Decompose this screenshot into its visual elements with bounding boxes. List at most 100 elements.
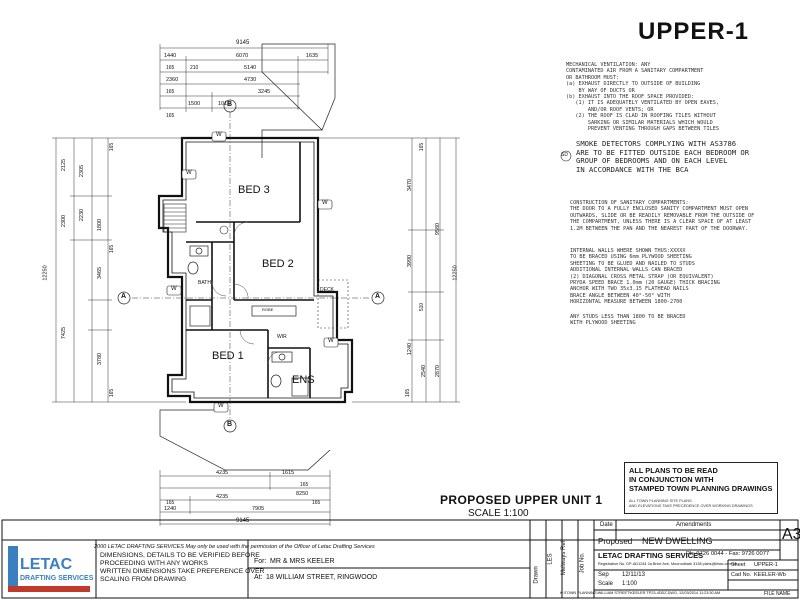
dim-bottom: 8250 <box>296 491 309 497</box>
file-name-label: FILE NAME <box>764 591 791 597</box>
dim-top: 5140 <box>244 65 257 71</box>
drawn-label: Drawn <box>533 566 540 584</box>
scale-label: Scale <box>598 581 614 587</box>
dim-top: 2360 <box>166 77 179 83</box>
logo-letters: LETAC <box>20 556 73 573</box>
dim-top: 210 <box>190 65 199 71</box>
window-tag <box>166 285 182 296</box>
room-label-bath: BATH <box>198 280 211 286</box>
shower <box>189 305 211 327</box>
robe-unit <box>251 305 297 317</box>
window-label: W <box>322 200 328 206</box>
company-phone: Ph: 9726 0044 - Fax: 9726 0077 <box>686 551 770 557</box>
window-label: W <box>171 286 177 292</box>
file-path: K:\TOWN PLANNING\WILLIAM STREET\KEELER T… <box>560 591 721 595</box>
dim-bottom: 165 <box>166 500 175 506</box>
door-swing <box>233 283 249 301</box>
section-marker <box>223 419 237 433</box>
room-label-deck: DECK <box>320 287 334 293</box>
section-marker <box>223 99 237 113</box>
external-wall <box>157 136 354 404</box>
roof-outline-lower <box>159 409 331 471</box>
vanity <box>189 245 209 257</box>
section-marker <box>117 291 131 305</box>
registration-text: Registration No. DP-AD1244 2a Brice Ave,… <box>598 562 738 566</box>
dim-top: 165 <box>166 113 175 119</box>
amendments-header: Amendments <box>676 522 712 528</box>
room-label-ens: ENS <box>292 374 315 386</box>
window-tag <box>323 337 339 348</box>
sheet-value: UPPER-1 <box>754 562 778 568</box>
company-name: LETAC DRAFTING SERVICES <box>598 551 704 560</box>
stair <box>163 203 187 233</box>
melways-label: Melways Ref. <box>561 538 568 576</box>
project-name: NEW DWELLING <box>642 536 713 546</box>
room-label-bed1: BED 1 <box>212 350 244 362</box>
roof-outline-upper-right <box>262 43 336 131</box>
sheet-heading: UPPER-1 <box>638 18 750 45</box>
section-letter: B <box>227 421 233 428</box>
door-swing <box>267 351 281 365</box>
stamp-text: ALL PLANS TO BE READ IN CONJUNCTION WITH… <box>629 466 773 493</box>
proposed-label: Proposed <box>598 537 633 546</box>
sep-label: Sep <box>598 572 609 578</box>
cad-value: KEELER-Wb <box>754 572 786 578</box>
note-smoke-detectors: SMOKE DETECTORS COMPLYING WITH AS3786 AR… <box>576 139 750 174</box>
smoke-detector-icon <box>219 225 229 235</box>
smoke-detector-label: SD <box>561 152 568 158</box>
window-label: W <box>186 170 192 176</box>
disclaimer-text: DIMENSIONS, DETAILS TO BE VERIFIED BEFOR… <box>100 552 265 583</box>
plan-title: PROPOSED UPPER UNIT 1 <box>440 493 603 507</box>
dim-top: 4730 <box>244 77 257 83</box>
dim-bottom: 4235 <box>216 470 229 476</box>
client-name: MR & MRS KEELER <box>270 558 335 565</box>
dim-top: 6070 <box>236 53 249 59</box>
dim-top: 3245 <box>258 89 271 95</box>
dim-bottom: 1240 <box>164 506 177 512</box>
site-address: 18 WILLIAM STREET, RINGWOOD <box>266 574 378 581</box>
copyright-text: 2000 LETAC DRAFTING SERVICES May only be… <box>94 544 375 550</box>
drawing-size: A3 <box>782 526 800 543</box>
at-label: At: <box>254 574 263 581</box>
dim-top-overall: 9145 <box>236 40 250 46</box>
section-letter: A <box>121 293 127 300</box>
note-sanitary: CONSTRUCTION OF SANITARY COMPARTMENTS: T… <box>570 200 755 232</box>
dim-bottom: 1615 <box>282 470 295 476</box>
dim-top: 1635 <box>306 53 319 59</box>
dim-bottom: 7905 <box>252 506 265 512</box>
for-label: For: <box>254 558 267 565</box>
dim-top: 1500 <box>188 101 201 107</box>
planning-stamp: ALL PLANS TO BE READ IN CONJUNCTION WITH… <box>624 462 778 514</box>
window-tag <box>213 402 229 413</box>
scale-value: 1:100 <box>622 581 638 587</box>
note-ventilation: MECHANICAL VENTILATION: ANY CONTAMINATED… <box>566 62 720 133</box>
logo-swoosh <box>8 586 90 592</box>
dim-top: 1440 <box>164 53 177 59</box>
toilet <box>187 261 199 275</box>
note-bracing: INTERNAL WALLS WHERE SHOWN THUS:XXXXX TO… <box>570 248 720 306</box>
dim-bottom: 165 <box>300 482 309 488</box>
window-label: W <box>328 338 334 344</box>
dim-bottom: 165 <box>312 500 321 506</box>
window-label: W <box>218 403 224 409</box>
smoke-detector-icon <box>560 150 572 162</box>
door-swing <box>211 281 227 297</box>
section-letter: B <box>227 101 233 108</box>
room-label-bed3: BED 3 <box>238 184 270 196</box>
dim-top: 1015 <box>218 101 231 107</box>
window-tag <box>317 199 333 210</box>
sheet-label: Sheet <box>731 562 746 568</box>
deck-outline <box>317 279 349 329</box>
stamp-small-text: ALL TOWN PLANNING SITE PLANS AND ELEVATI… <box>629 499 753 508</box>
drawn-initials: LES <box>547 553 554 565</box>
ens-shower <box>291 377 309 397</box>
section-marker <box>371 291 385 305</box>
date-value: 12/11/13 <box>622 572 645 578</box>
ens-vanity <box>271 351 293 363</box>
note-studs: ANY STUDS LESS THAN 1800 TO BE BRACED WI… <box>570 314 686 327</box>
dim-top: 165 <box>166 89 175 95</box>
room-label-robe: ROBE <box>262 307 274 312</box>
plan-scale: SCALE 1:100 <box>468 508 529 519</box>
dim-bottom-overall: 9145 <box>236 518 250 524</box>
